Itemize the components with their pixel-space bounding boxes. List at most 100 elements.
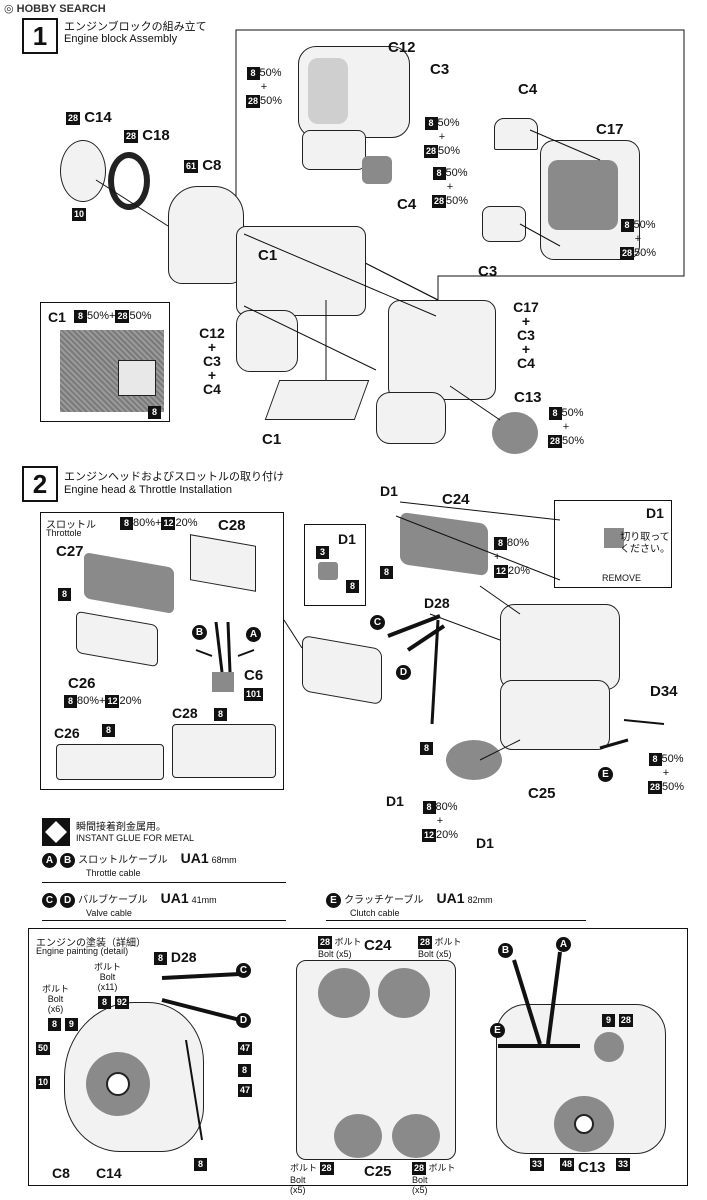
legend-divider-3 <box>326 920 586 921</box>
legend-valve-cable: C D バルブケーブル UA1 41mm Valve cable <box>42 890 217 918</box>
circle-d: D <box>396 664 411 680</box>
detail-left-8-9: 8 9 <box>48 1016 78 1031</box>
legend-circle-c: C <box>42 892 57 908</box>
detail-right-33-right: 33 <box>616 1157 631 1171</box>
detail-middle-c25-left <box>334 1114 382 1158</box>
part-engine-crankcase-assembly <box>500 680 610 750</box>
detail-left-c14-center <box>106 1072 130 1096</box>
d1-remove-jp: 切り取って ください。 <box>620 532 670 555</box>
label-c27: C27 <box>56 543 84 560</box>
step2-title-jp: エンジンヘッドおよびスロットルの取り付け <box>64 471 284 483</box>
c1-inset-highlight <box>118 360 156 396</box>
legend-circle-a: A <box>42 852 57 868</box>
step1-assembly-lines <box>95 129 601 421</box>
label-d28: D28 <box>424 595 450 611</box>
detail-left-10: 10 <box>36 1075 51 1089</box>
d1-remove-cut-mark <box>604 528 624 548</box>
detail-title-jp: エンジンの塗装（詳細） <box>36 938 146 949</box>
step2-title-en: Engine head & Throttle Installation <box>64 484 232 496</box>
label-c18: 28 C18 <box>124 127 170 144</box>
label-c6: C6 <box>244 667 264 684</box>
part-c26-bottom <box>56 744 164 780</box>
detail-left-d28: 8 D28 <box>154 950 197 965</box>
detail-left-8a: 8 <box>238 1062 251 1077</box>
label-c25: C25 <box>528 785 556 802</box>
part-d1-box <box>318 562 338 580</box>
detail-right-circle-b: B <box>498 942 513 958</box>
detail-right-33-left: 33 <box>530 1157 545 1171</box>
detail-left-circle-d: D <box>236 1012 251 1028</box>
glue-diamond-icon <box>42 818 70 846</box>
throttle-title-jp: スロットル <box>46 520 96 531</box>
detail-right-c13: C13 <box>578 1159 606 1176</box>
throttle-title-en: Throttole <box>46 528 82 538</box>
legend-glue: 瞬間接着剤金属用。 INSTANT GLUE FOR METAL <box>76 822 195 843</box>
badge-c1-inset-8: 8 <box>148 404 161 419</box>
part-c6 <box>212 672 234 692</box>
label-c1-main: C1 <box>258 247 278 264</box>
part-c17-block-lower <box>376 392 446 444</box>
step1-title-jp: エンジンブロックの組み立て <box>64 21 207 33</box>
part-c4-mid <box>362 156 392 184</box>
circle-b-throttle: B <box>192 624 207 640</box>
label-c24: C24 <box>442 491 470 508</box>
label-c4-mid: C4 <box>397 196 417 213</box>
detail-right-gear <box>594 1032 624 1062</box>
detail-middle-c24: C24 <box>364 937 392 954</box>
badge-c28-bottom-8: 8 <box>214 706 227 721</box>
legend-divider-2 <box>42 920 286 921</box>
detail-left-8b: 8 <box>194 1156 207 1171</box>
detail-title-en: Engine painting (detail) <box>36 946 129 956</box>
legend-divider-1 <box>42 882 286 883</box>
step1-number-box: 1 <box>22 18 58 54</box>
detail-right-48: 48 <box>560 1157 575 1171</box>
detail-right-9-28: 9 28 <box>602 1012 633 1027</box>
detail-middle-c25-right <box>392 1114 440 1158</box>
crankcase-top-left-shade <box>308 58 348 124</box>
crankcase-top-left-lower <box>302 130 366 170</box>
detail-left-c14: C14 <box>96 1165 122 1181</box>
badge-c25-8: 8 <box>420 740 433 755</box>
detail-left-c8: C8 <box>52 1165 70 1181</box>
legend-circle-d: D <box>60 892 76 908</box>
legend-circle-b: B <box>60 852 76 868</box>
label-c4-top: C4 <box>518 81 538 98</box>
legend-throttle-cable: A B スロットルケーブル UA1 68mm Throttle cable <box>42 850 237 878</box>
detail-middle-c25: C25 <box>364 1163 392 1180</box>
watermark: ◎ HOBBY SEARCH <box>4 3 106 15</box>
circle-a-throttle: A <box>246 626 261 642</box>
label-c26-bottom: C26 <box>54 725 80 741</box>
badge-ring-10: 10 <box>72 207 87 221</box>
label-d34: D34 <box>650 683 678 700</box>
d1-remove-en: REMOVE <box>602 573 642 583</box>
step1-title-en: Engine block Assembly <box>64 33 178 45</box>
label-c12-stack: C12 + C3 + C4 <box>199 325 225 397</box>
label-c17-stack: C17 + C3 + C4 <box>513 299 539 371</box>
label-c28-top: C28 <box>218 517 246 534</box>
detail-left-47b: 47 <box>238 1083 253 1097</box>
label-d1-top: D1 <box>380 483 398 499</box>
label-c3-top: C3 <box>430 61 450 78</box>
part-c28-bottom <box>172 724 276 778</box>
badge-c24-8-left: 8 <box>380 564 393 579</box>
badge-c6-101: 101 <box>244 687 264 701</box>
badge-d1-box-3: 3 <box>316 544 329 559</box>
detail-right-circle-e: E <box>490 1022 505 1038</box>
part-c13 <box>492 412 538 454</box>
badge-c26-bottom-8: 8 <box>102 722 115 737</box>
part-engine-head-assembly <box>500 604 620 690</box>
part-c3-right-bracket <box>482 206 526 242</box>
